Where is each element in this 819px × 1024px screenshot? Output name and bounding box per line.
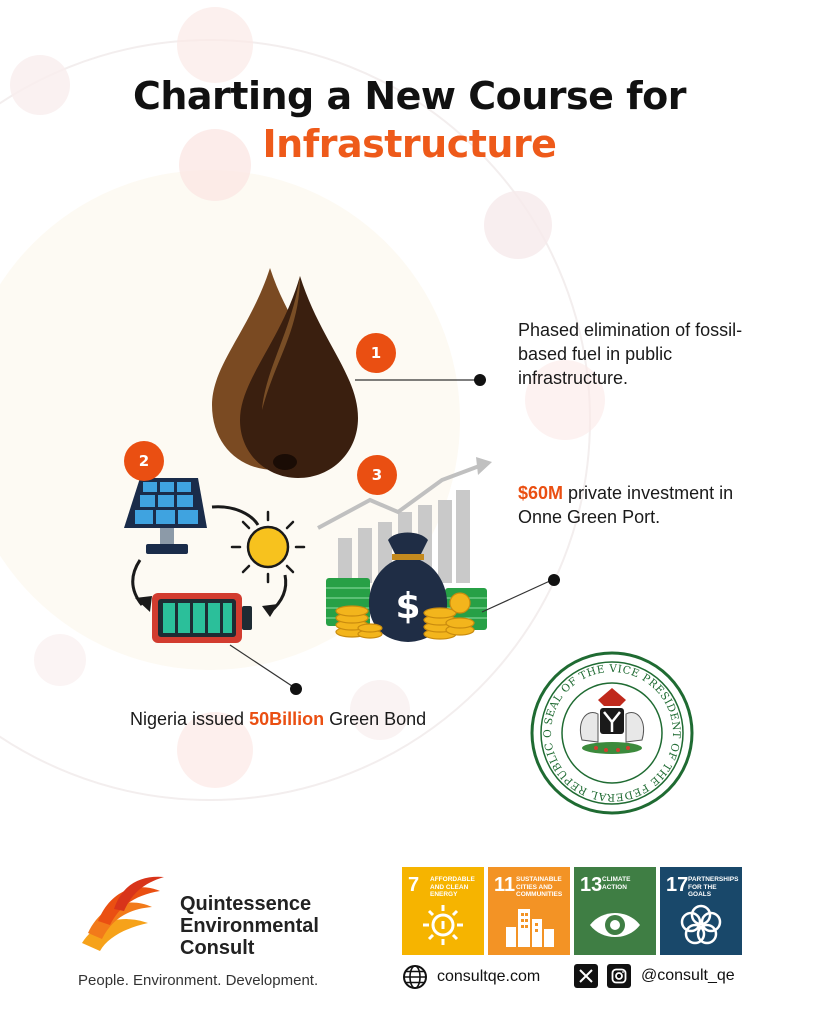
sun-icon bbox=[423, 905, 463, 945]
sdg-label: Climate action bbox=[602, 876, 631, 891]
brand-name-line-1: Quintessence bbox=[180, 893, 312, 915]
step-badge-1: 1 bbox=[356, 333, 396, 373]
eye-earth-icon bbox=[590, 913, 640, 937]
callout-fossil-fuel-text: Phased elimination of fossil-based fuel … bbox=[518, 320, 743, 388]
sdg-number: 7 bbox=[408, 874, 420, 896]
x-twitter-icon[interactable] bbox=[574, 964, 598, 988]
flower-rings-icon bbox=[680, 904, 722, 945]
connector-dot-2 bbox=[290, 683, 302, 695]
callout-investment-text: private investment in Onne Green Port. bbox=[518, 483, 734, 527]
callout-bond-amount: 50Billion bbox=[249, 709, 325, 729]
social-links: @consult_qe bbox=[574, 964, 735, 988]
brand-name-line-3: Consult bbox=[180, 937, 255, 959]
title-line-1: Charting a New Course for bbox=[132, 74, 687, 118]
connector-dot-1 bbox=[474, 374, 486, 386]
callout-green-bond: Nigeria issued 50Billion Green Bond bbox=[130, 707, 490, 731]
globe-icon bbox=[402, 964, 428, 990]
step-badge-3: 3 bbox=[357, 455, 397, 495]
coins-icon bbox=[335, 592, 475, 640]
sdg-number: 11 bbox=[494, 874, 516, 896]
sdg-label: Sustainable cities and communities bbox=[516, 876, 563, 898]
sdg-label: Partnerships for the goals bbox=[688, 876, 739, 898]
sun-icon bbox=[230, 510, 306, 584]
sdg-number: 17 bbox=[666, 874, 689, 896]
sdg-tile-13: 13 Climate action bbox=[574, 867, 656, 955]
brand-name: Quintessence Environmental Consult bbox=[180, 893, 319, 959]
svg-text:$: $ bbox=[395, 586, 420, 627]
sdg-tile-7: 7 Affordable and clean energy bbox=[402, 867, 484, 955]
instagram-icon[interactable] bbox=[607, 964, 631, 988]
title-line-2: Infrastructure bbox=[262, 122, 557, 166]
website-url: consultqe.com bbox=[437, 968, 541, 985]
callout-private-investment: $60M private investment in Onne Green Po… bbox=[518, 481, 768, 529]
website-link[interactable]: consultqe.com bbox=[402, 964, 540, 990]
callout-fossil-fuel: Phased elimination of fossil-based fuel … bbox=[518, 318, 768, 390]
battery-icon bbox=[152, 593, 252, 643]
social-handle[interactable]: @consult_qe bbox=[641, 967, 735, 984]
sdg-tile-17: 17 Partnerships for the goals bbox=[660, 867, 742, 955]
step-badge-2: 2 bbox=[124, 441, 164, 481]
sdg-tile-11: 11 Sustainable cities and communities bbox=[488, 867, 570, 955]
page-title: Charting a New Course for Infrastructure bbox=[0, 72, 819, 168]
brand-tagline: People. Environment. Development. bbox=[78, 972, 319, 989]
city-icon bbox=[506, 909, 554, 947]
callout-investment-amount: $60M bbox=[518, 483, 564, 503]
callout-bond-suffix: Green Bond bbox=[324, 709, 427, 729]
solar-panel-icon bbox=[124, 478, 207, 554]
sdg-number: 13 bbox=[580, 874, 603, 896]
quintessence-logo-icon bbox=[82, 876, 164, 951]
oil-drop-icon bbox=[212, 268, 358, 478]
brand-name-line-2: Environmental bbox=[180, 915, 319, 937]
connector-dot-3 bbox=[548, 574, 560, 586]
sdg-label: Affordable and clean energy bbox=[430, 876, 475, 898]
callout-bond-prefix: Nigeria issued bbox=[130, 709, 250, 729]
